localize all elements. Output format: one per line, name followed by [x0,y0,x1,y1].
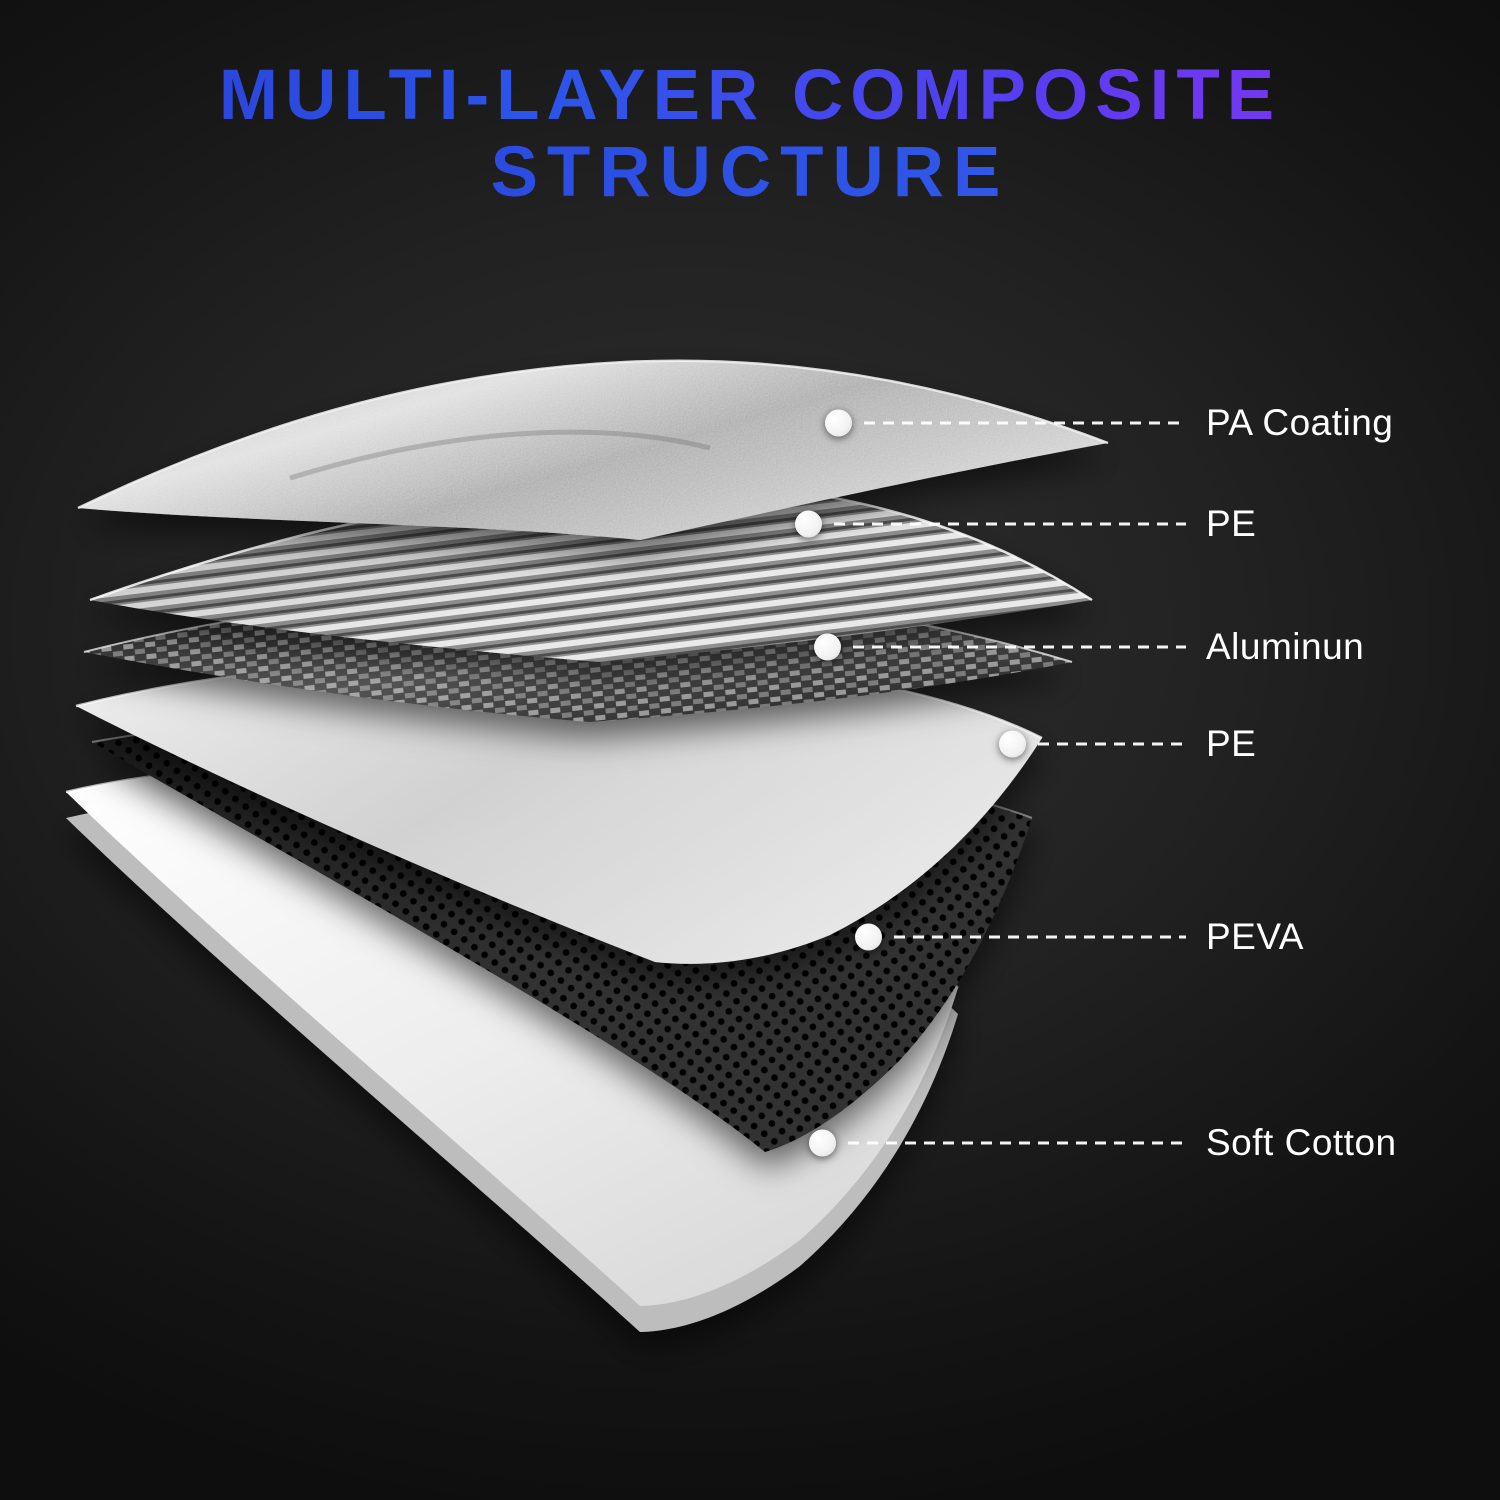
callout-dot-icon [795,510,822,538]
layer-label-pe-top: PE [1206,503,1257,544]
callout-dot-icon [809,1129,836,1157]
layer-pe-ribbed [89,482,1093,662]
callout-leader-line [834,522,1186,526]
layer-label-pe-bottom: PE [1206,723,1257,764]
title-line2: STRUCTURE [0,134,1500,212]
layer-label-soft-cotton: Soft Cotton [1206,1122,1397,1163]
callout-dot-icon [855,923,882,951]
callout-leader-line [853,645,1186,649]
layer-label-aluminun: Aluminun [1206,626,1365,667]
page-title: MULTI-LAYER COMPOSITE STRUCTURE [0,57,1500,212]
callout-dot-icon [814,633,841,661]
callout-leader-line [894,935,1186,939]
layer-label-peva: PEVA [1206,916,1304,957]
callout-leader-line [864,421,1186,425]
layer-label-pa-coating: PA Coating [1206,402,1394,443]
callout-dot-icon [999,730,1026,758]
layer-pa-coating [77,359,1109,540]
callout-leader-line [1038,742,1186,746]
callout-dot-icon [825,409,852,437]
title-line1: MULTI-LAYER COMPOSITE [0,57,1500,135]
callout-leader-line [848,1141,1186,1145]
